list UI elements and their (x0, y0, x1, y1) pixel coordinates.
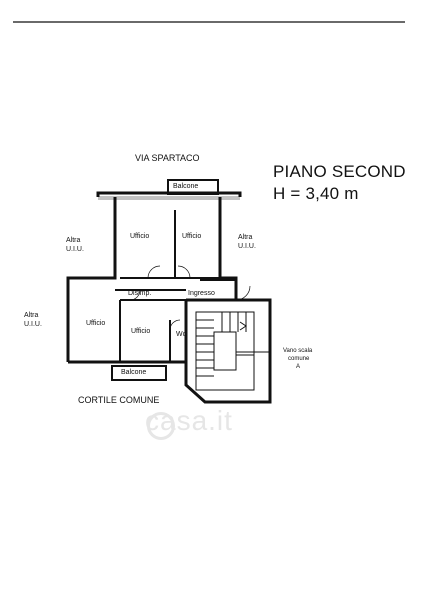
stair-arrow (239, 321, 247, 331)
stair-label-3: A (296, 364, 301, 370)
bottom-balcony-label: Balcone (121, 369, 147, 376)
exterior-walls (66, 191, 272, 404)
courtyard-label: CORTILE COMUNE (78, 395, 160, 405)
disimpegno-label: Disimp. (128, 290, 152, 297)
office-3-label: Ufficio (86, 320, 106, 327)
top-wall-hatch (98, 196, 240, 200)
altra-left-bottom-label: Altra (24, 312, 39, 319)
bottom-balcony-outline (111, 365, 167, 381)
altra-left-bottom-label-2: U.I.U. (24, 321, 42, 328)
ingresso-label: Ingresso (188, 290, 215, 297)
door-swings (129, 265, 251, 331)
altra-left-top-label-2: U.I.U. (66, 246, 84, 253)
street-label: VIA SPARTACO (135, 153, 200, 163)
height-label: H = 3,40 m (273, 184, 359, 203)
office-2-label: Ufficio (182, 233, 202, 240)
top-balcony-label: Balcone (173, 183, 199, 190)
altra-right-label-2: U.I.U. (238, 243, 256, 250)
watermark: casa.it (145, 405, 233, 436)
floor-title: PIANO SECOND (273, 162, 406, 181)
office-4-label: Ufficio (131, 328, 151, 335)
watermark-logo (147, 412, 175, 440)
altra-right-label: Altra (238, 234, 253, 241)
stairwell (195, 311, 270, 391)
altra-left-top-label: Altra (66, 237, 81, 244)
office-1-label: Ufficio (130, 233, 150, 240)
stair-label-1: Vano scala (283, 348, 313, 354)
stair-label-2: comune (288, 356, 310, 362)
wc-label: Wc (176, 331, 187, 338)
